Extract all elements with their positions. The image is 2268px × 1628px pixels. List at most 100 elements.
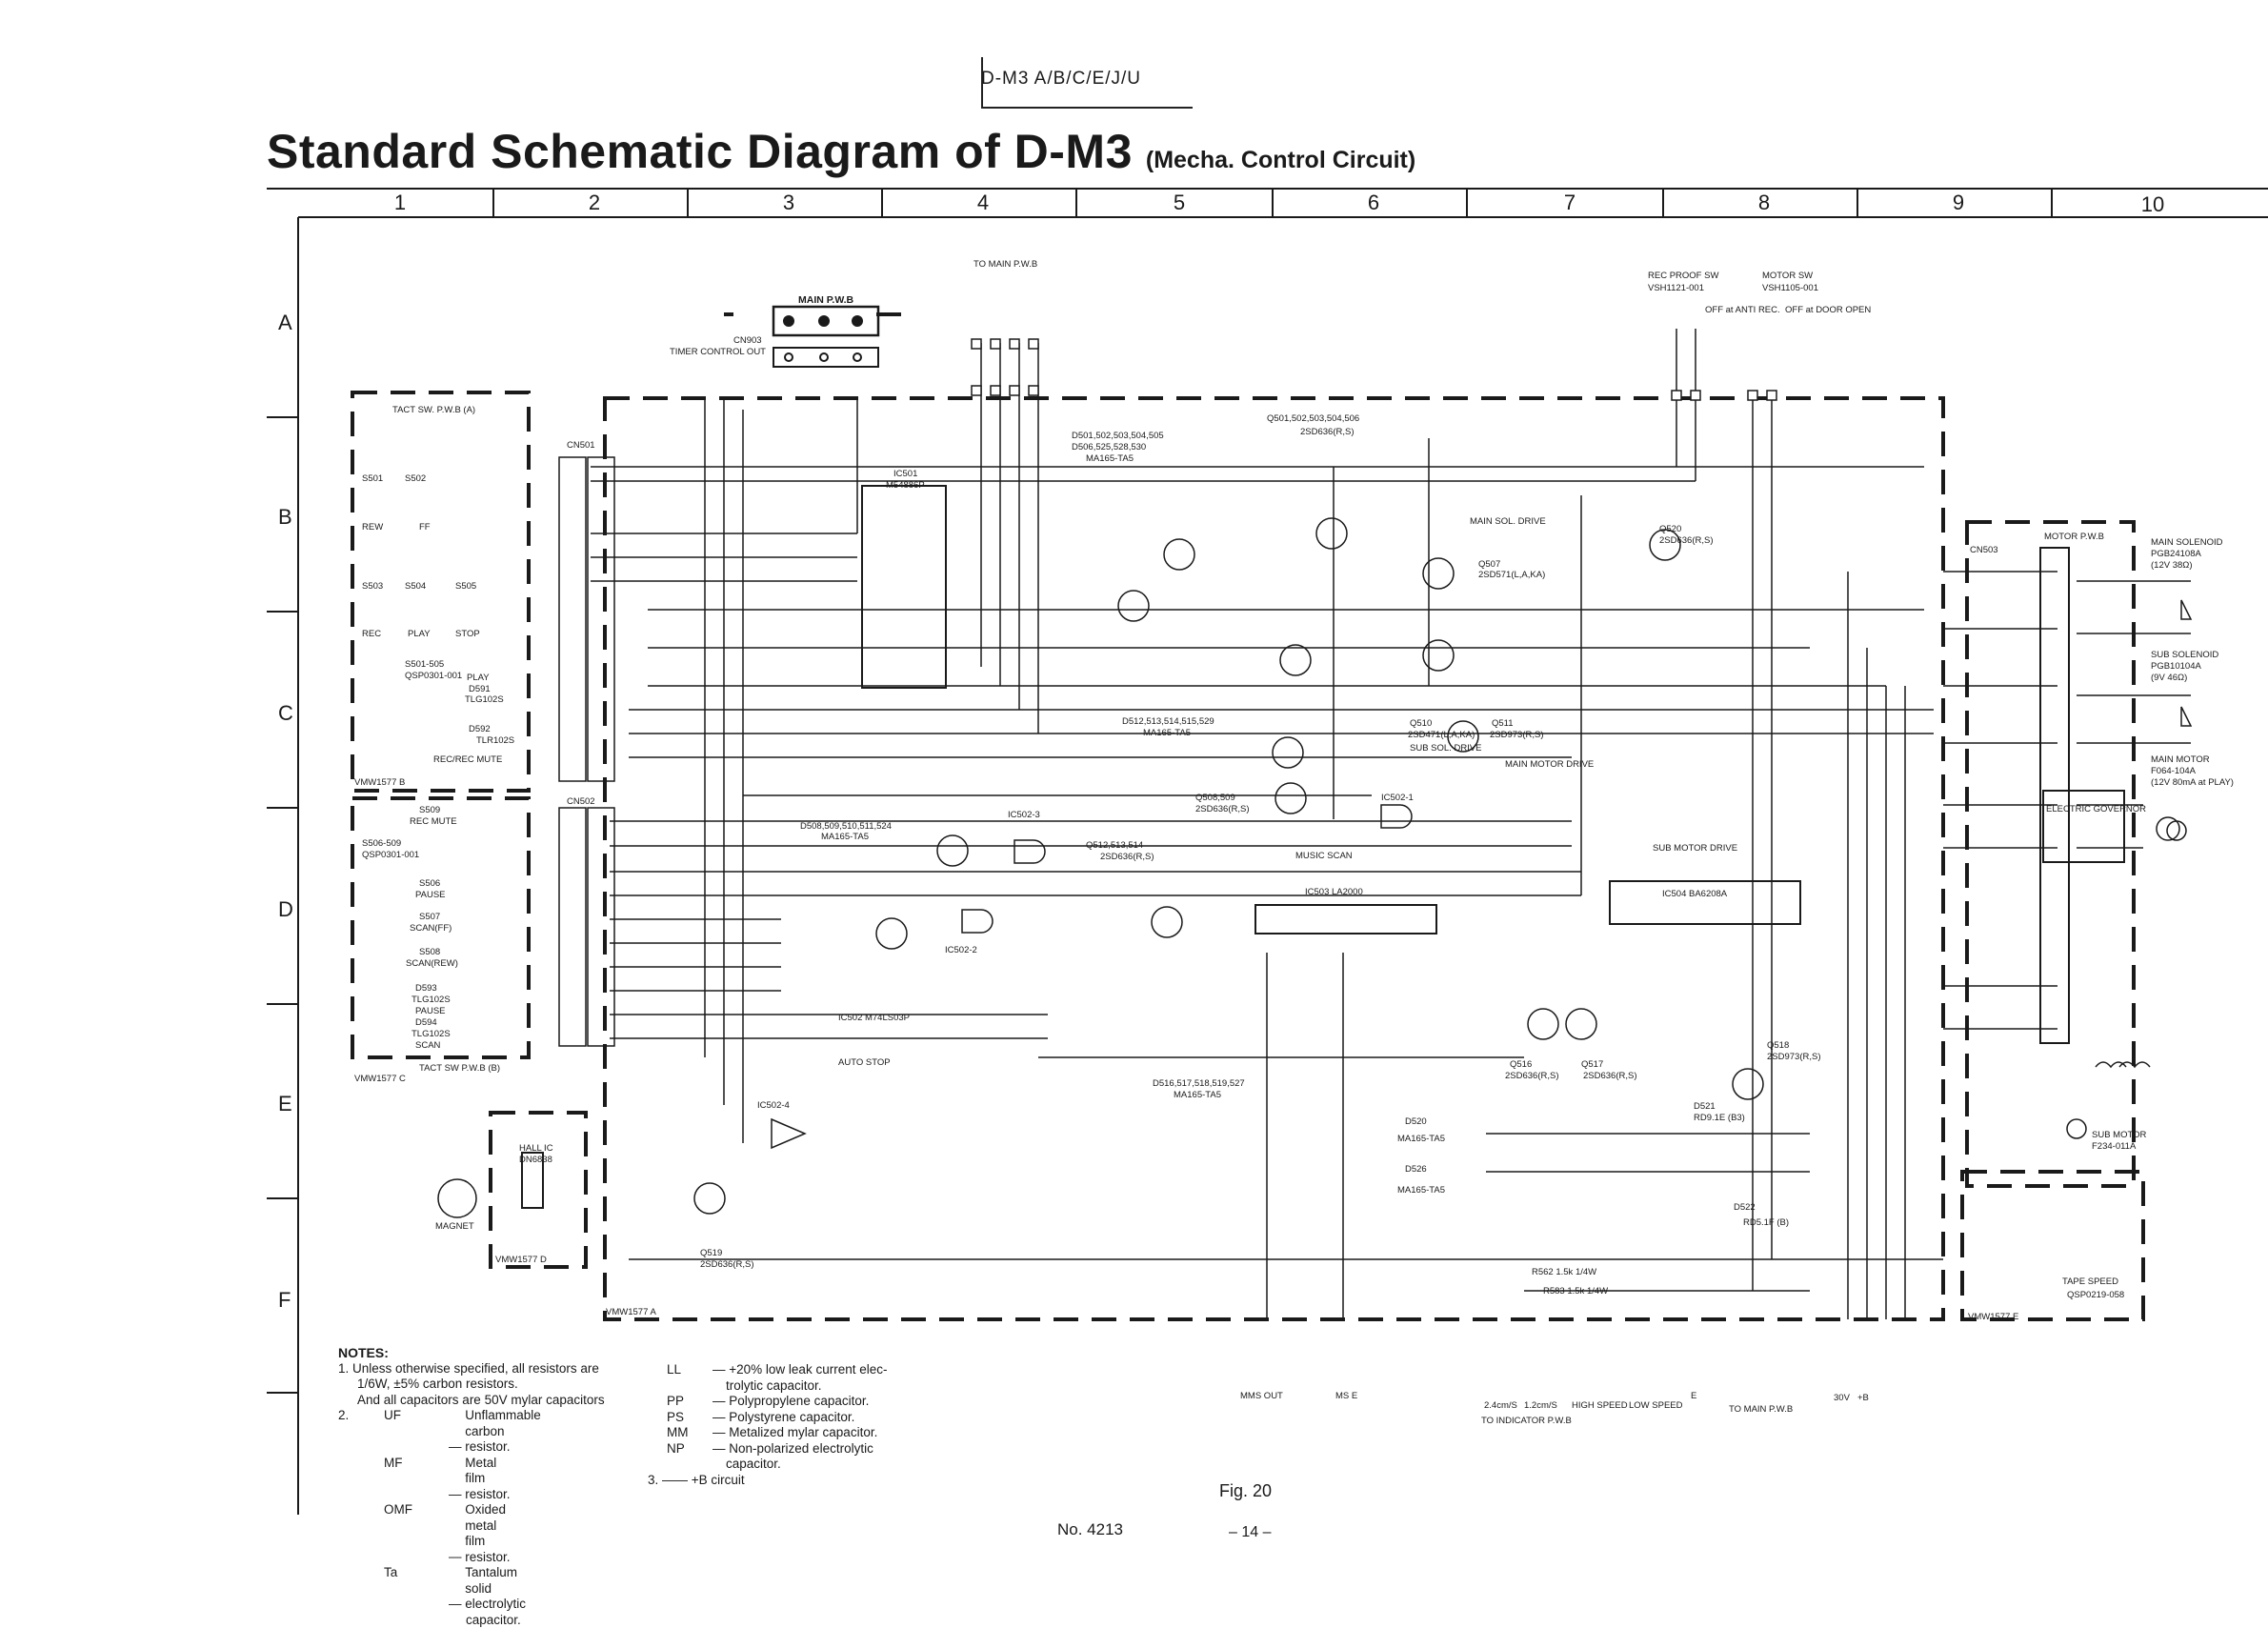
ic501-box xyxy=(862,486,946,688)
lbl-d-group1b: D506,525,528,530 xyxy=(1072,442,1146,452)
lbl-main-solenoid-v: (12V 38Ω) xyxy=(2151,560,2193,571)
lbl-to-main-pwb: TO MAIN P.W.B xyxy=(973,259,1037,270)
lbl-music-scan: MUSIC SCAN xyxy=(1295,851,1353,861)
note-1c: And all capacitors are 50V mylar capacit… xyxy=(338,1393,605,1409)
lbl-electric-governor: ELECTRIC GOVERNOR xyxy=(2046,804,2146,814)
lbl-cn503: CN503 xyxy=(1970,545,1998,555)
cn903-connector xyxy=(773,307,878,367)
lbl-q507-part: 2SD571(L,A,KA) xyxy=(1478,570,1545,580)
note-3: 3. —— +B circuit xyxy=(648,1473,887,1489)
lbl-d593: D593 xyxy=(415,983,437,994)
document-number: No. 4213 xyxy=(1057,1520,1123,1539)
lbl-sub-solenoid-part: PGB10104A xyxy=(2151,661,2201,672)
lbl-motor-pwb: MOTOR P.W.B xyxy=(2044,532,2104,542)
lbl-s507: S507 xyxy=(419,912,440,922)
lbl-main-pwb: MAIN P.W.B xyxy=(798,294,854,306)
lbl-cn502: CN502 xyxy=(567,796,595,807)
lbl-to-main-pwb-b: TO MAIN P.W.B xyxy=(1729,1404,1793,1415)
note-1a: 1. Unless otherwise specified, all resis… xyxy=(338,1361,605,1377)
lbl-d593-part: TLG102S xyxy=(411,995,451,1005)
lbl-q511-part: 2SD973(R,S) xyxy=(1490,730,1544,740)
lbl-q-group1: Q501,502,503,504,506 xyxy=(1267,413,1359,424)
lbl-magnet: MAGNET xyxy=(435,1221,474,1232)
lbl-hall-ic: HALL IC xyxy=(519,1143,553,1154)
lbl-d-group3-part: MA165-TA5 xyxy=(1143,728,1191,738)
lbl-ic501: IC501 xyxy=(893,469,917,479)
note-1b: 1/6W, ±5% carbon resistors. xyxy=(338,1377,605,1393)
lbl-main-solenoid: MAIN SOLENOID xyxy=(2151,537,2223,548)
lbl-s501-505: S501-505 xyxy=(405,659,444,670)
lbl-ic502-4: IC502-4 xyxy=(757,1100,790,1111)
lbl-cn501: CN501 xyxy=(567,440,595,451)
lbl-q-group3-part: 2SD636(R,S) xyxy=(1195,804,1250,814)
lbl-main-motor: MAIN MOTOR xyxy=(2151,754,2210,765)
lbl-d-group4-part: MA165-TA5 xyxy=(1174,1090,1221,1100)
ic503-box xyxy=(1255,905,1436,934)
lbl-main-motor-drive: MAIN MOTOR DRIVE xyxy=(1505,759,1594,770)
note-2-row: capacitor. xyxy=(338,1613,605,1628)
governor-box xyxy=(2043,791,2124,862)
lbl-sub-motor-part: F234-011A xyxy=(2092,1141,2137,1152)
lbl-off-anti-rec: OFF at ANTI REC. xyxy=(1705,305,1780,315)
note-ps: PS— Polystyrene capacitor. xyxy=(667,1410,887,1426)
lbl-tact-sw-a: TACT SW. P.W.B (A) xyxy=(392,405,475,415)
lbl-q-group2: Q512,513,514 xyxy=(1086,840,1143,851)
lbl-d521: D521 xyxy=(1694,1101,1716,1112)
lbl-d-group2: D508,509,510,511,524 xyxy=(800,821,892,832)
lbl-to-indicator: TO INDICATOR P.W.B xyxy=(1481,1416,1572,1426)
note-np: NP— Non-polarized electrolytic xyxy=(667,1441,887,1457)
lbl-vmw-c: VMW1577 C xyxy=(354,1074,406,1084)
lbl-d591: D591 xyxy=(469,684,491,694)
lbl-ic501-part: M54886P xyxy=(886,480,925,491)
lbl-d520-part: MA165-TA5 xyxy=(1397,1134,1445,1144)
lbl-q516: Q516 xyxy=(1510,1059,1532,1070)
lbl-main-solenoid-part: PGB24108A xyxy=(2151,549,2201,559)
note-ll: LL— +20% low leak current elec- xyxy=(667,1362,887,1378)
lbl-rec-proof-part: VSH1121-001 xyxy=(1648,283,1704,293)
lbl-s502: S502 xyxy=(405,473,426,484)
lbl-d594-part: TLG102S xyxy=(411,1029,451,1039)
lbl-s501-505-part: QSP0301-001 xyxy=(405,671,462,681)
lbl-d591-part: TLG102S xyxy=(465,694,504,705)
lbl-q517-part: 2SD636(R,S) xyxy=(1583,1071,1637,1081)
lbl-sub-solenoid: SUB SOLENOID xyxy=(2151,650,2218,660)
lbl-s509-fn: REC MUTE xyxy=(410,816,457,827)
lbl-q517: Q517 xyxy=(1581,1059,1603,1070)
lbl-vmw-a: VMW1577 A xyxy=(606,1307,656,1317)
lbl-d591-fn: PLAY xyxy=(467,673,490,683)
lbl-motor-sw-part: VSH1105-001 xyxy=(1762,283,1818,293)
lbl-cn903: CN903 xyxy=(733,335,762,346)
lbl-ic502-3: IC502-3 xyxy=(1008,810,1040,820)
lbl-q518-part: 2SD973(R,S) xyxy=(1767,1052,1821,1062)
lbl-d522: D522 xyxy=(1734,1202,1756,1213)
lbl-q519: Q519 xyxy=(700,1248,722,1258)
lbl-r583: R583 1.5k 1/4W xyxy=(1543,1286,1608,1296)
lbl-d593-fn: PAUSE xyxy=(415,1006,446,1016)
lbl-s506-fn: PAUSE xyxy=(415,890,446,900)
lbl-low-speed: LOW SPEED xyxy=(1629,1400,1683,1411)
lbl-sub-solenoid-v: (9V 46Ω) xyxy=(2151,673,2187,683)
lbl-s501: S501 xyxy=(362,473,383,484)
note-pp: PP— Polypropylene capacitor. xyxy=(667,1394,887,1410)
notes-block-2: LL— +20% low leak current elec- trolytic… xyxy=(667,1362,887,1488)
lbl-speed-24: 2.4cm/S xyxy=(1484,1400,1517,1411)
lbl-sub-sol-drive: SUB SOL. DRIVE xyxy=(1410,743,1482,754)
transistors xyxy=(438,518,2179,1217)
note-ll-cont: trolytic capacitor. xyxy=(667,1378,887,1395)
lbl-q516-part: 2SD636(R,S) xyxy=(1505,1071,1559,1081)
notes-heading: NOTES: xyxy=(338,1345,605,1361)
lbl-rew: REW xyxy=(362,522,383,533)
lbl-q520-part: 2SD636(R,S) xyxy=(1659,535,1714,546)
lbl-tape-speed: TAPE SPEED xyxy=(2062,1276,2118,1287)
main-board-outline xyxy=(352,314,2143,1319)
note-2-row: MF— Metal film resistor. xyxy=(338,1456,605,1503)
lbl-d594-fn: SCAN xyxy=(415,1040,441,1051)
lbl-rec-sw: REC xyxy=(362,629,381,639)
lbl-plus-b: +B xyxy=(1857,1393,1869,1403)
lbl-hall-ic-part: DN6838 xyxy=(519,1155,552,1165)
lbl-d592-fn: REC/REC MUTE xyxy=(433,754,502,765)
page-number: – 14 – xyxy=(1229,1524,1271,1541)
lbl-vmw-b: VMW1577 B xyxy=(354,777,405,788)
lbl-q511: Q511 xyxy=(1492,718,1514,729)
lbl-d594: D594 xyxy=(415,1017,437,1028)
